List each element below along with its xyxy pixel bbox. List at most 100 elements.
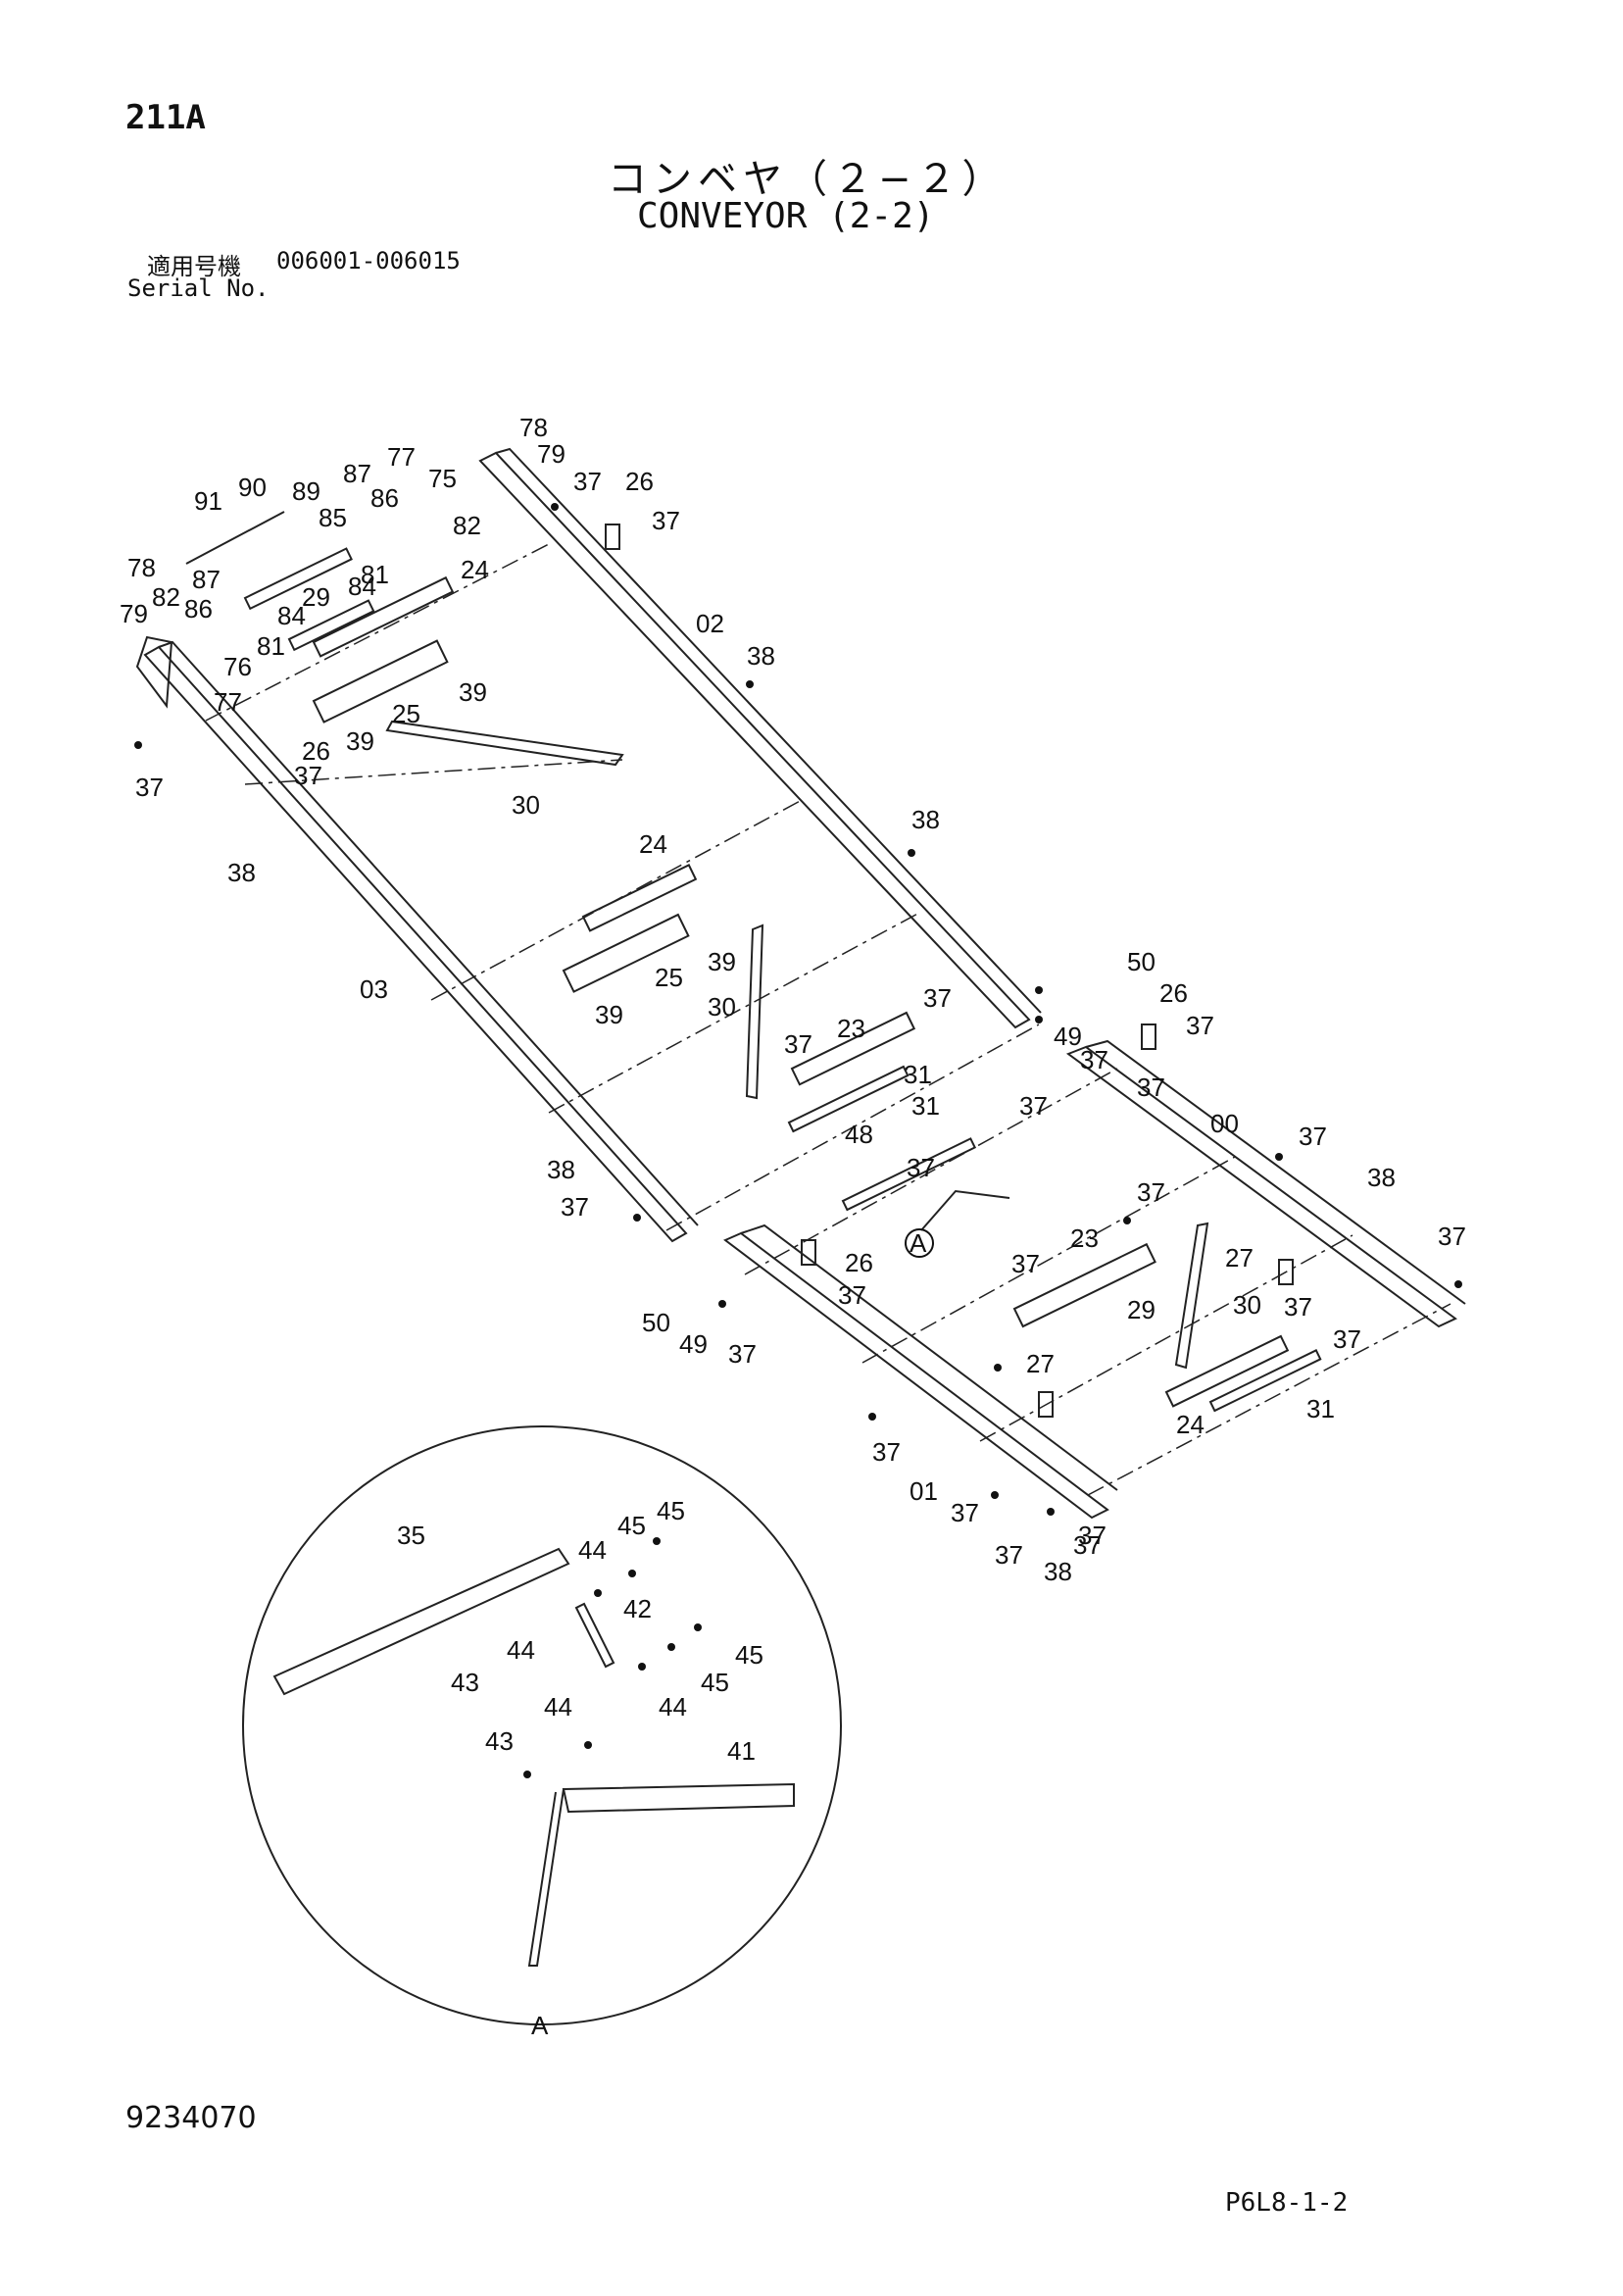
part-label: 81 <box>361 560 389 589</box>
part-label: 77 <box>387 442 416 472</box>
roller-guide-25-upper <box>312 639 449 724</box>
part-label: 84 <box>348 572 376 601</box>
end-plate-upper <box>135 635 173 709</box>
part-label: 43 <box>485 1726 514 1756</box>
part-label: 45 <box>617 1511 646 1540</box>
part-label: 37 <box>728 1339 757 1369</box>
part-label: 38 <box>227 858 256 887</box>
part-label: 25 <box>392 699 420 728</box>
part-label: 31 <box>904 1060 932 1089</box>
part-label: 37 <box>872 1437 901 1467</box>
detail-view-label: A <box>531 2011 549 2040</box>
part-label: 37 <box>1078 1521 1107 1550</box>
part-label: 82 <box>453 511 481 540</box>
part-label: 37 <box>1080 1045 1108 1074</box>
part-label: 01 <box>910 1476 938 1506</box>
part-label: 37 <box>1137 1177 1165 1207</box>
part-label: 45 <box>701 1668 729 1697</box>
part-label: 29 <box>302 582 330 612</box>
bearing-26-lower <box>801 1239 816 1266</box>
part-label: 38 <box>747 641 775 671</box>
frame-rail-02 <box>478 451 1031 1029</box>
part-label: 39 <box>595 1000 623 1029</box>
brace-30-lower <box>1174 1222 1209 1370</box>
serial-label-japanese: 適用号機 <box>147 253 241 280</box>
part-label: 37 <box>1137 1073 1165 1102</box>
roller-23-lower <box>1012 1242 1156 1328</box>
part-label: 37 <box>1019 1091 1048 1121</box>
part-label: 37 <box>1438 1222 1466 1251</box>
part-label: 27 <box>1225 1243 1254 1273</box>
part-label: 37 <box>561 1192 589 1222</box>
roller-guide-25-middle <box>562 913 690 993</box>
part-label: 30 <box>708 992 736 1022</box>
serial-label-english: Serial No. <box>127 275 270 302</box>
part-label: 82 <box>152 582 180 612</box>
part-label: 37 <box>907 1153 935 1182</box>
page-code: 211A <box>125 98 206 137</box>
part-label: 41 <box>727 1736 756 1766</box>
part-label: 75 <box>428 464 457 493</box>
part-label: 37 <box>1186 1011 1214 1040</box>
part-label: 87 <box>192 565 221 594</box>
part-label: 02 <box>696 609 724 638</box>
part-label: 38 <box>911 805 940 834</box>
part-label: 00 <box>1210 1109 1239 1138</box>
part-label: 85 <box>319 503 347 532</box>
part-label: 37 <box>838 1280 866 1310</box>
bearing-27-right <box>1278 1259 1294 1285</box>
detail-part-41 <box>562 1782 795 1814</box>
drawing-number: 9234070 <box>125 2101 257 2135</box>
part-label: 37 <box>1284 1292 1312 1322</box>
part-label: 78 <box>127 553 156 582</box>
view-a-callout-letter: A <box>910 1228 927 1258</box>
part-label: 30 <box>512 790 540 820</box>
part-label: 29 <box>1127 1295 1156 1324</box>
diagram-linework <box>135 447 1466 2025</box>
part-label: 24 <box>461 555 489 584</box>
roller-guide-24-upper <box>312 575 455 658</box>
part-label: 37 <box>1073 1530 1102 1560</box>
part-label: 27 <box>1026 1349 1055 1378</box>
part-label: 45 <box>735 1640 763 1670</box>
part-label: 81 <box>257 631 285 661</box>
part-label: 87 <box>343 459 371 488</box>
part-label: 30 <box>1233 1290 1261 1320</box>
part-label: 89 <box>292 476 320 506</box>
part-label: 38 <box>547 1155 575 1184</box>
part-label: 24 <box>1176 1410 1205 1439</box>
page-reference: P6L8-1-2 <box>1225 2188 1349 2218</box>
part-label: 37 <box>1011 1249 1040 1278</box>
part-label: 38 <box>1044 1557 1072 1586</box>
part-label: 50 <box>642 1308 670 1337</box>
bearing-26-upper <box>605 524 620 550</box>
part-label: 26 <box>302 736 330 766</box>
frame-rail-03 <box>143 645 688 1243</box>
part-label: 44 <box>507 1635 535 1665</box>
part-label: 23 <box>1070 1223 1099 1253</box>
part-label: 78 <box>519 413 548 442</box>
part-label: 45 <box>657 1496 685 1525</box>
part-label: 37 <box>573 467 602 496</box>
part-label: 37 <box>652 506 680 535</box>
part-label: 91 <box>194 486 222 516</box>
view-a-callout: A <box>905 1228 934 1258</box>
roller-23-upper <box>790 1011 916 1086</box>
title-japanese: コンベヤ（２−２） <box>608 157 1008 202</box>
part-label: 79 <box>120 599 148 628</box>
part-label: 26 <box>845 1248 873 1277</box>
part-label: 31 <box>1306 1394 1335 1423</box>
part-label: 37 <box>951 1498 979 1527</box>
part-label: 90 <box>238 473 267 502</box>
frame-rail-00 <box>1065 1045 1457 1328</box>
part-label: 37 <box>135 773 164 802</box>
part-label: 86 <box>184 594 213 624</box>
part-label: 44 <box>659 1692 687 1722</box>
part-label: 37 <box>294 761 322 790</box>
part-label: 48 <box>845 1120 873 1149</box>
part-label: 76 <box>223 652 252 681</box>
part-label: 50 <box>1127 947 1156 976</box>
part-label: 31 <box>911 1091 940 1121</box>
bearing-27-lower <box>1038 1391 1054 1418</box>
